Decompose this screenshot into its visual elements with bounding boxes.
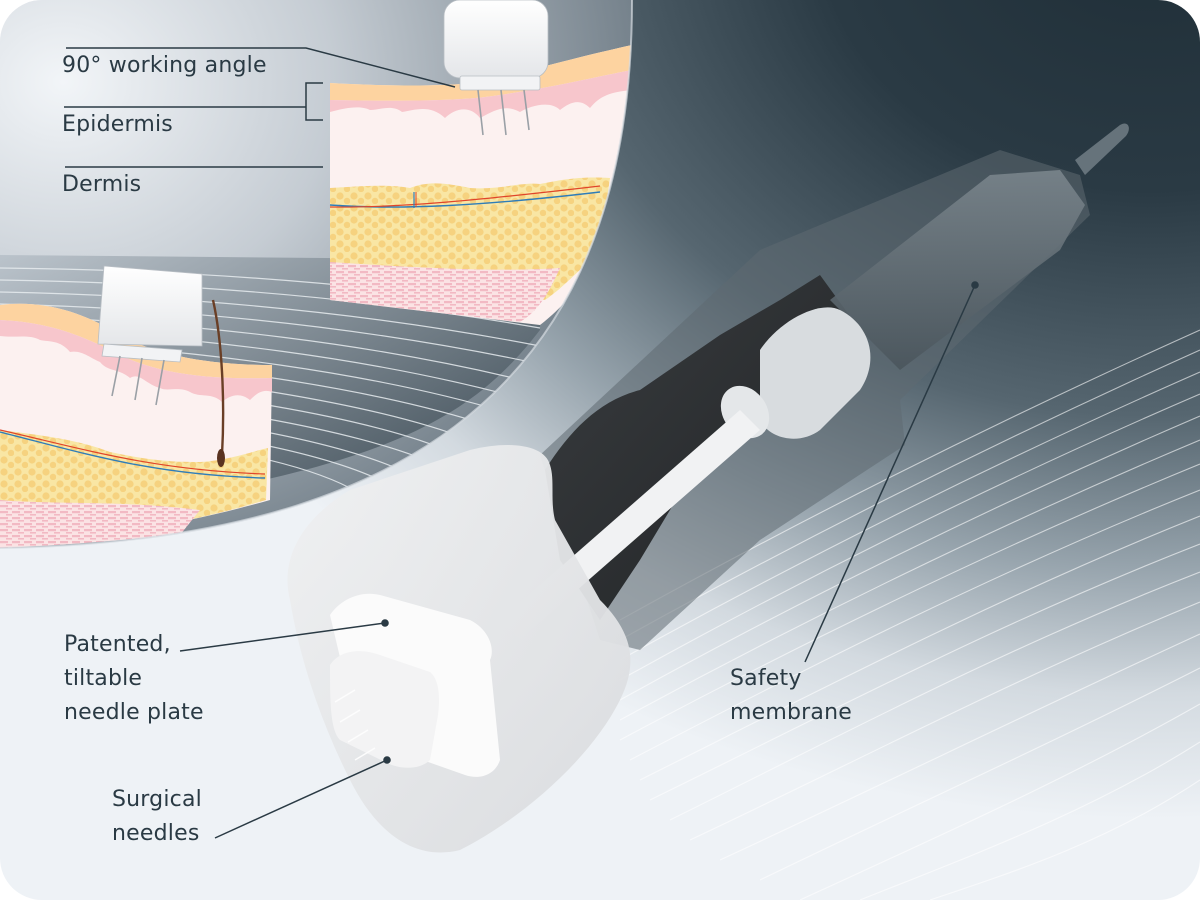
skin-inset-bottom xyxy=(0,265,272,548)
device-cartridge xyxy=(287,123,1129,853)
background-stripes xyxy=(619,329,1200,900)
label-dermis: Dermis xyxy=(62,172,142,197)
label-safety-membrane: Safety membrane xyxy=(730,666,852,725)
label-needle-plate: Patented, tiltable needle plate xyxy=(64,632,204,725)
label-epidermis: Epidermis xyxy=(62,112,173,137)
callout-dots xyxy=(381,281,979,764)
skin-inset-top xyxy=(329,0,632,325)
label-surgical-needles: Surgical needles xyxy=(112,787,202,846)
label-working-angle: 90° working angle xyxy=(62,53,267,78)
leader-lines xyxy=(64,47,976,839)
